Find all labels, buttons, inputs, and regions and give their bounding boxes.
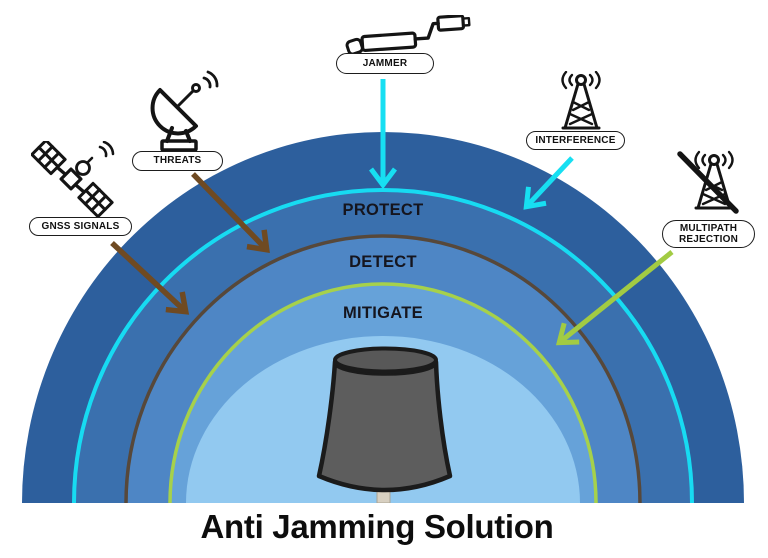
mitigate-ring-line	[168, 282, 598, 503]
jammer-label: JAMMER	[336, 53, 434, 74]
ring-label-protect: PROTECT	[343, 201, 424, 219]
gnss-signals-label: GNSS SIGNALS	[29, 217, 132, 236]
ring-label-detect: DETECT	[349, 253, 417, 271]
gnss-antenna	[316, 346, 453, 503]
defense-dome: PROTECT DETECT MITIGATE	[22, 132, 744, 503]
threats-label-text: THREATS	[153, 155, 202, 167]
jammer-icon	[345, 15, 471, 55]
diagram-title: Anti Jamming Solution	[200, 508, 554, 545]
interference-label: INTERFERENCE	[526, 131, 625, 150]
detect-ring-line	[124, 234, 642, 503]
multipath-rejection-arrow	[555, 250, 674, 346]
strike-through-slash	[677, 151, 739, 214]
radio-tower-icon	[561, 71, 601, 130]
protect-ring-line	[72, 188, 694, 503]
satellite-dish-icon	[150, 70, 219, 152]
gnss-signals-arrow	[110, 240, 190, 315]
antenna-top	[333, 346, 438, 374]
jammer-label-text: JAMMER	[362, 57, 408, 69]
multipath-rejection-label-text: MULTIPATH REJECTION	[678, 222, 739, 246]
ring-label-mitigate: MITIGATE	[343, 304, 423, 322]
interference-label-text: INTERFERENCE	[535, 134, 616, 146]
threats-arrow	[191, 172, 270, 254]
interference-arrow	[523, 156, 574, 210]
gnss-signals-label-text: GNSS SIGNALS	[41, 220, 120, 232]
threats-label: THREATS	[132, 151, 223, 171]
gnss-satellite-icon	[31, 141, 115, 219]
antenna-body	[316, 359, 453, 493]
crossed-radio-tower-icon	[677, 150, 739, 214]
multipath-rejection-label: MULTIPATH REJECTION	[662, 220, 755, 248]
